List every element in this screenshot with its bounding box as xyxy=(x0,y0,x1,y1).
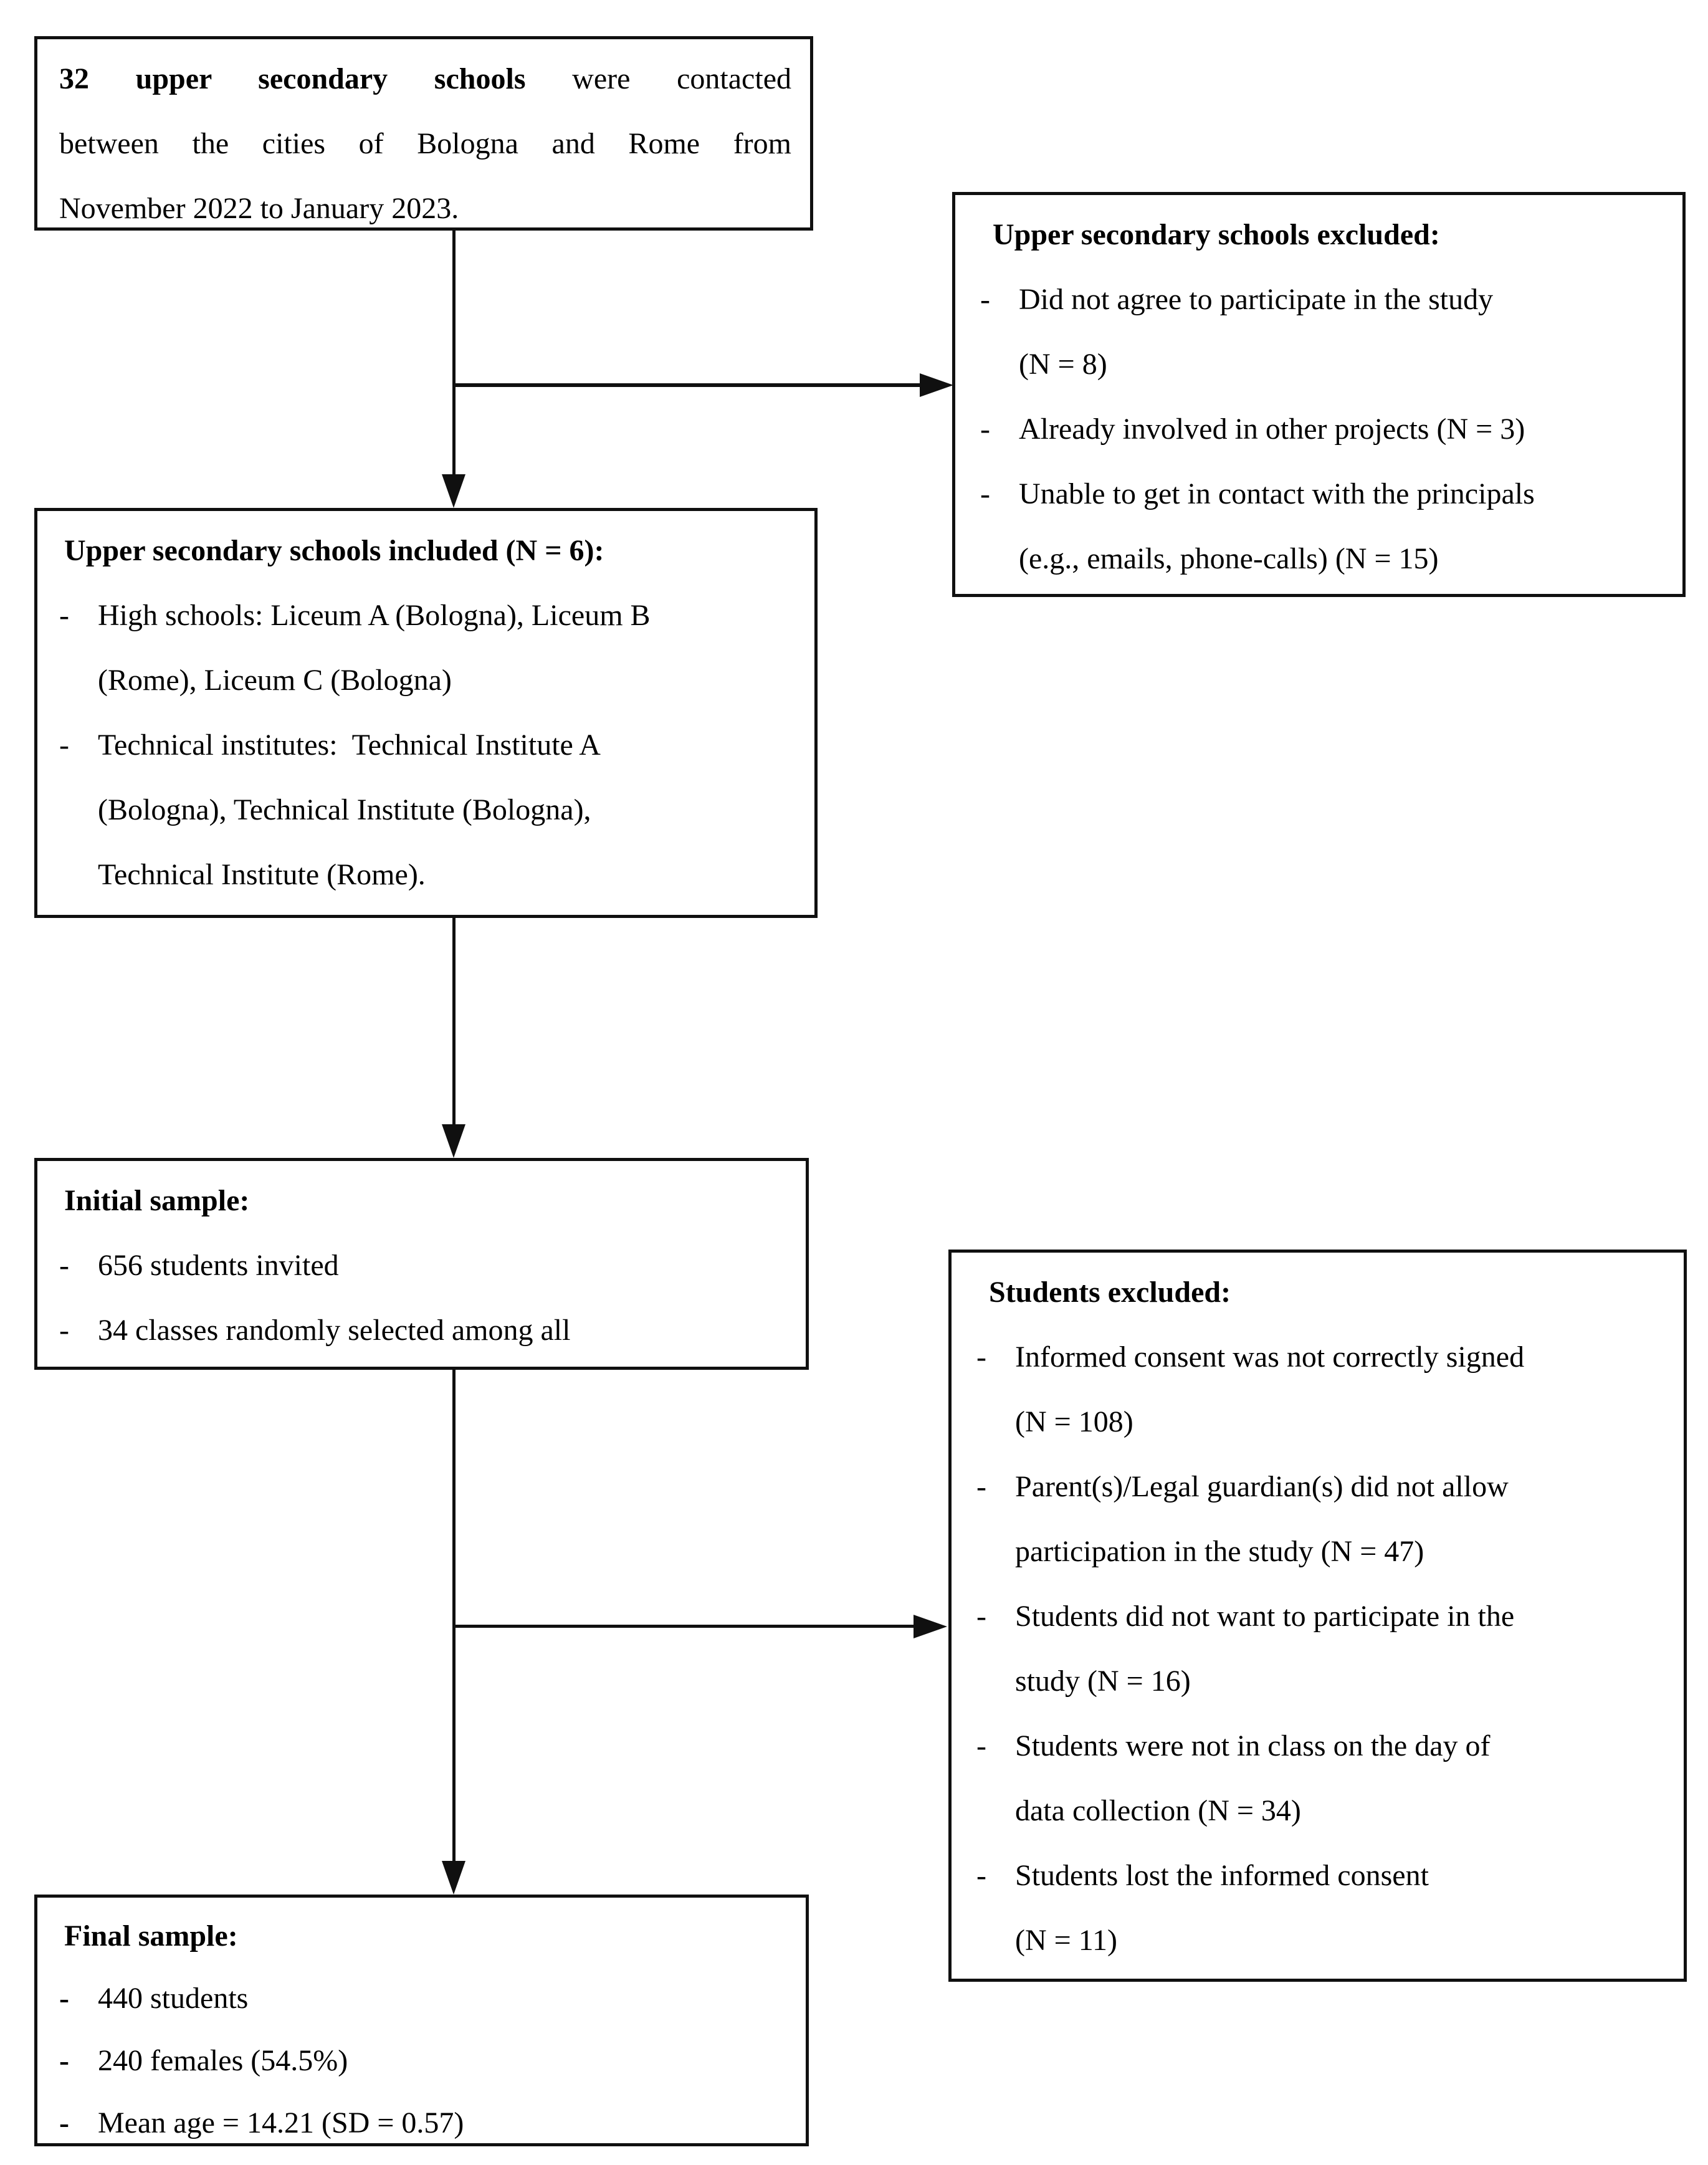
dash-bullet: - xyxy=(976,1600,986,1633)
dash-bullet: - xyxy=(59,1982,69,2015)
text-line: Mean age = 14.21 (SD = 0.57) xyxy=(98,2106,464,2139)
dash-bullet: - xyxy=(976,1859,986,1892)
bold-lead-text: 32 upper secondary schools xyxy=(59,62,526,95)
dash-bullet: - xyxy=(59,2044,69,2077)
box-schools-excluded: Upper secondary schools excluded: - Did … xyxy=(952,192,1686,597)
text-line: 440 students xyxy=(98,1982,249,2015)
arrowhead-down-icon xyxy=(442,474,465,508)
text-line: data collection (N = 34) xyxy=(1015,1794,1301,1827)
list-item: - Did not agree to participate in the st… xyxy=(980,267,1664,397)
list-item: - 240 females (54.5%) xyxy=(59,2030,787,2092)
arrowhead-right-icon xyxy=(920,373,953,397)
text-line: (Rome), Liceum C (Bologna) xyxy=(98,664,452,697)
item-text: Unable to get in contact with the princi… xyxy=(1019,462,1664,591)
item-text: Did not agree to participate in the stud… xyxy=(1019,267,1664,397)
box-schools-included: Upper secondary schools included (N = 6)… xyxy=(34,508,818,918)
arrow-included-to-initial-line xyxy=(452,918,456,1124)
text-line: (N = 8) xyxy=(1019,348,1107,381)
arrowhead-down-icon xyxy=(442,1124,465,1158)
item-text: 656 students invited xyxy=(98,1233,787,1298)
text-line: 34 classes randomly selected among all xyxy=(98,1314,571,1347)
dash-bullet: - xyxy=(59,1314,69,1347)
text-line: (Bologna), Technical Institute (Bologna)… xyxy=(98,793,591,826)
box-students-excluded: Students excluded: - Informed consent wa… xyxy=(948,1250,1687,1982)
list-item: - 34 classes randomly selected among all xyxy=(59,1298,787,1363)
list-item: - Students lost the informed consent (N … xyxy=(976,1843,1665,1973)
text-line: 32 upper secondary schools were contacte… xyxy=(59,47,791,112)
text-line: 656 students invited xyxy=(98,1249,339,1282)
arrow-initial-to-final-line xyxy=(452,1370,456,1861)
arrowhead-down-icon xyxy=(442,1861,465,1895)
item-text: 240 females (54.5%) xyxy=(98,2030,787,2092)
list-item: - Technical institutes: Technical Instit… xyxy=(59,713,796,907)
arrow-contacted-to-included-line xyxy=(452,231,456,475)
arrowhead-right-icon xyxy=(914,1615,947,1638)
text-line: (N = 108) xyxy=(1015,1405,1133,1438)
dash-bullet: - xyxy=(976,1470,986,1503)
dash-bullet: - xyxy=(980,283,990,316)
box-title: Initial sample: xyxy=(64,1184,250,1217)
arrow-branch-schools-excluded-line xyxy=(454,383,921,387)
item-text: 34 classes randomly selected among all xyxy=(98,1298,787,1363)
box-title: Final sample: xyxy=(64,1919,238,1952)
text-line: between the cities of Bologna and Rome f… xyxy=(59,127,791,160)
item-text: Students lost the informed consent (N = … xyxy=(1015,1843,1665,1973)
dash-bullet: - xyxy=(59,729,69,762)
box-schools-contacted: 32 upper secondary schools were contacte… xyxy=(34,36,813,231)
text-line: Unable to get in contact with the princi… xyxy=(1019,477,1535,510)
box-initial-sample: Initial sample: - 656 students invited -… xyxy=(34,1158,809,1370)
list-item: - Mean age = 14.21 (SD = 0.57) xyxy=(59,2092,787,2143)
text-line: participation in the study (N = 47) xyxy=(1015,1535,1424,1568)
box-final-sample: Final sample: - 440 students - 240 femal… xyxy=(34,1895,809,2146)
text-line: Parent(s)/Legal guardian(s) did not allo… xyxy=(1015,1470,1509,1503)
dash-bullet: - xyxy=(980,413,990,446)
text-line: Technical institutes: Technical Institut… xyxy=(98,729,601,762)
text-line: Students were not in class on the day of xyxy=(1015,1729,1491,1762)
text-line: Students lost the informed consent xyxy=(1015,1859,1429,1892)
dash-bullet: - xyxy=(976,1729,986,1762)
list-item: - 656 students invited xyxy=(59,1233,787,1298)
list-item: - Students were not in class on the day … xyxy=(976,1714,1665,1843)
list-item: - Unable to get in contact with the prin… xyxy=(980,462,1664,591)
item-text: Students did not want to participate in … xyxy=(1015,1584,1665,1714)
item-text: Technical institutes: Technical Institut… xyxy=(98,713,796,907)
text-line: study (N = 16) xyxy=(1015,1665,1191,1698)
text-line: November 2022 to January 2023. xyxy=(59,192,459,225)
text-line: High schools: Liceum A (Bologna), Liceum… xyxy=(98,599,651,632)
text-line: Did not agree to participate in the stud… xyxy=(1019,283,1494,316)
list-item: - Parent(s)/Legal guardian(s) did not al… xyxy=(976,1455,1665,1584)
arrow-branch-students-excluded-line xyxy=(454,1625,915,1628)
dash-bullet: - xyxy=(59,1249,69,1282)
dash-bullet: - xyxy=(59,2106,69,2139)
item-text: Parent(s)/Legal guardian(s) did not allo… xyxy=(1015,1455,1665,1584)
text-line: 240 females (54.5%) xyxy=(98,2044,348,2077)
item-text: 440 students xyxy=(98,1967,787,2030)
list-item: - 440 students xyxy=(59,1967,787,2030)
list-item: - Informed consent was not correctly sig… xyxy=(976,1325,1665,1455)
text-line: Already involved in other projects (N = … xyxy=(1019,413,1525,446)
dash-bullet: - xyxy=(980,477,990,510)
text-line: Technical Institute (Rome). xyxy=(98,858,426,891)
box-title: Upper secondary schools included (N = 6)… xyxy=(64,534,604,567)
item-text: Informed consent was not correctly signe… xyxy=(1015,1325,1665,1455)
text-line: Informed consent was not correctly signe… xyxy=(1015,1341,1525,1374)
dash-bullet: - xyxy=(976,1341,986,1374)
item-text: Mean age = 14.21 (SD = 0.57) xyxy=(98,2092,787,2143)
dash-bullet: - xyxy=(59,599,69,632)
item-text: Students were not in class on the day of… xyxy=(1015,1714,1665,1843)
text-line: (N = 11) xyxy=(1015,1924,1117,1957)
list-item: - High schools: Liceum A (Bologna), Lice… xyxy=(59,583,796,713)
box-title: Upper secondary schools excluded: xyxy=(993,218,1440,251)
text-segment: were contacted xyxy=(525,62,791,95)
item-text: High schools: Liceum A (Bologna), Liceum… xyxy=(98,583,796,713)
box-title: Students excluded: xyxy=(989,1276,1231,1309)
list-item: - Already involved in other projects (N … xyxy=(980,397,1664,462)
item-text: Already involved in other projects (N = … xyxy=(1019,397,1664,462)
text-line: Students did not want to participate in … xyxy=(1015,1600,1515,1633)
list-item: - Students did not want to participate i… xyxy=(976,1584,1665,1714)
text-line: (e.g., emails, phone-calls) (N = 15) xyxy=(1019,542,1439,575)
